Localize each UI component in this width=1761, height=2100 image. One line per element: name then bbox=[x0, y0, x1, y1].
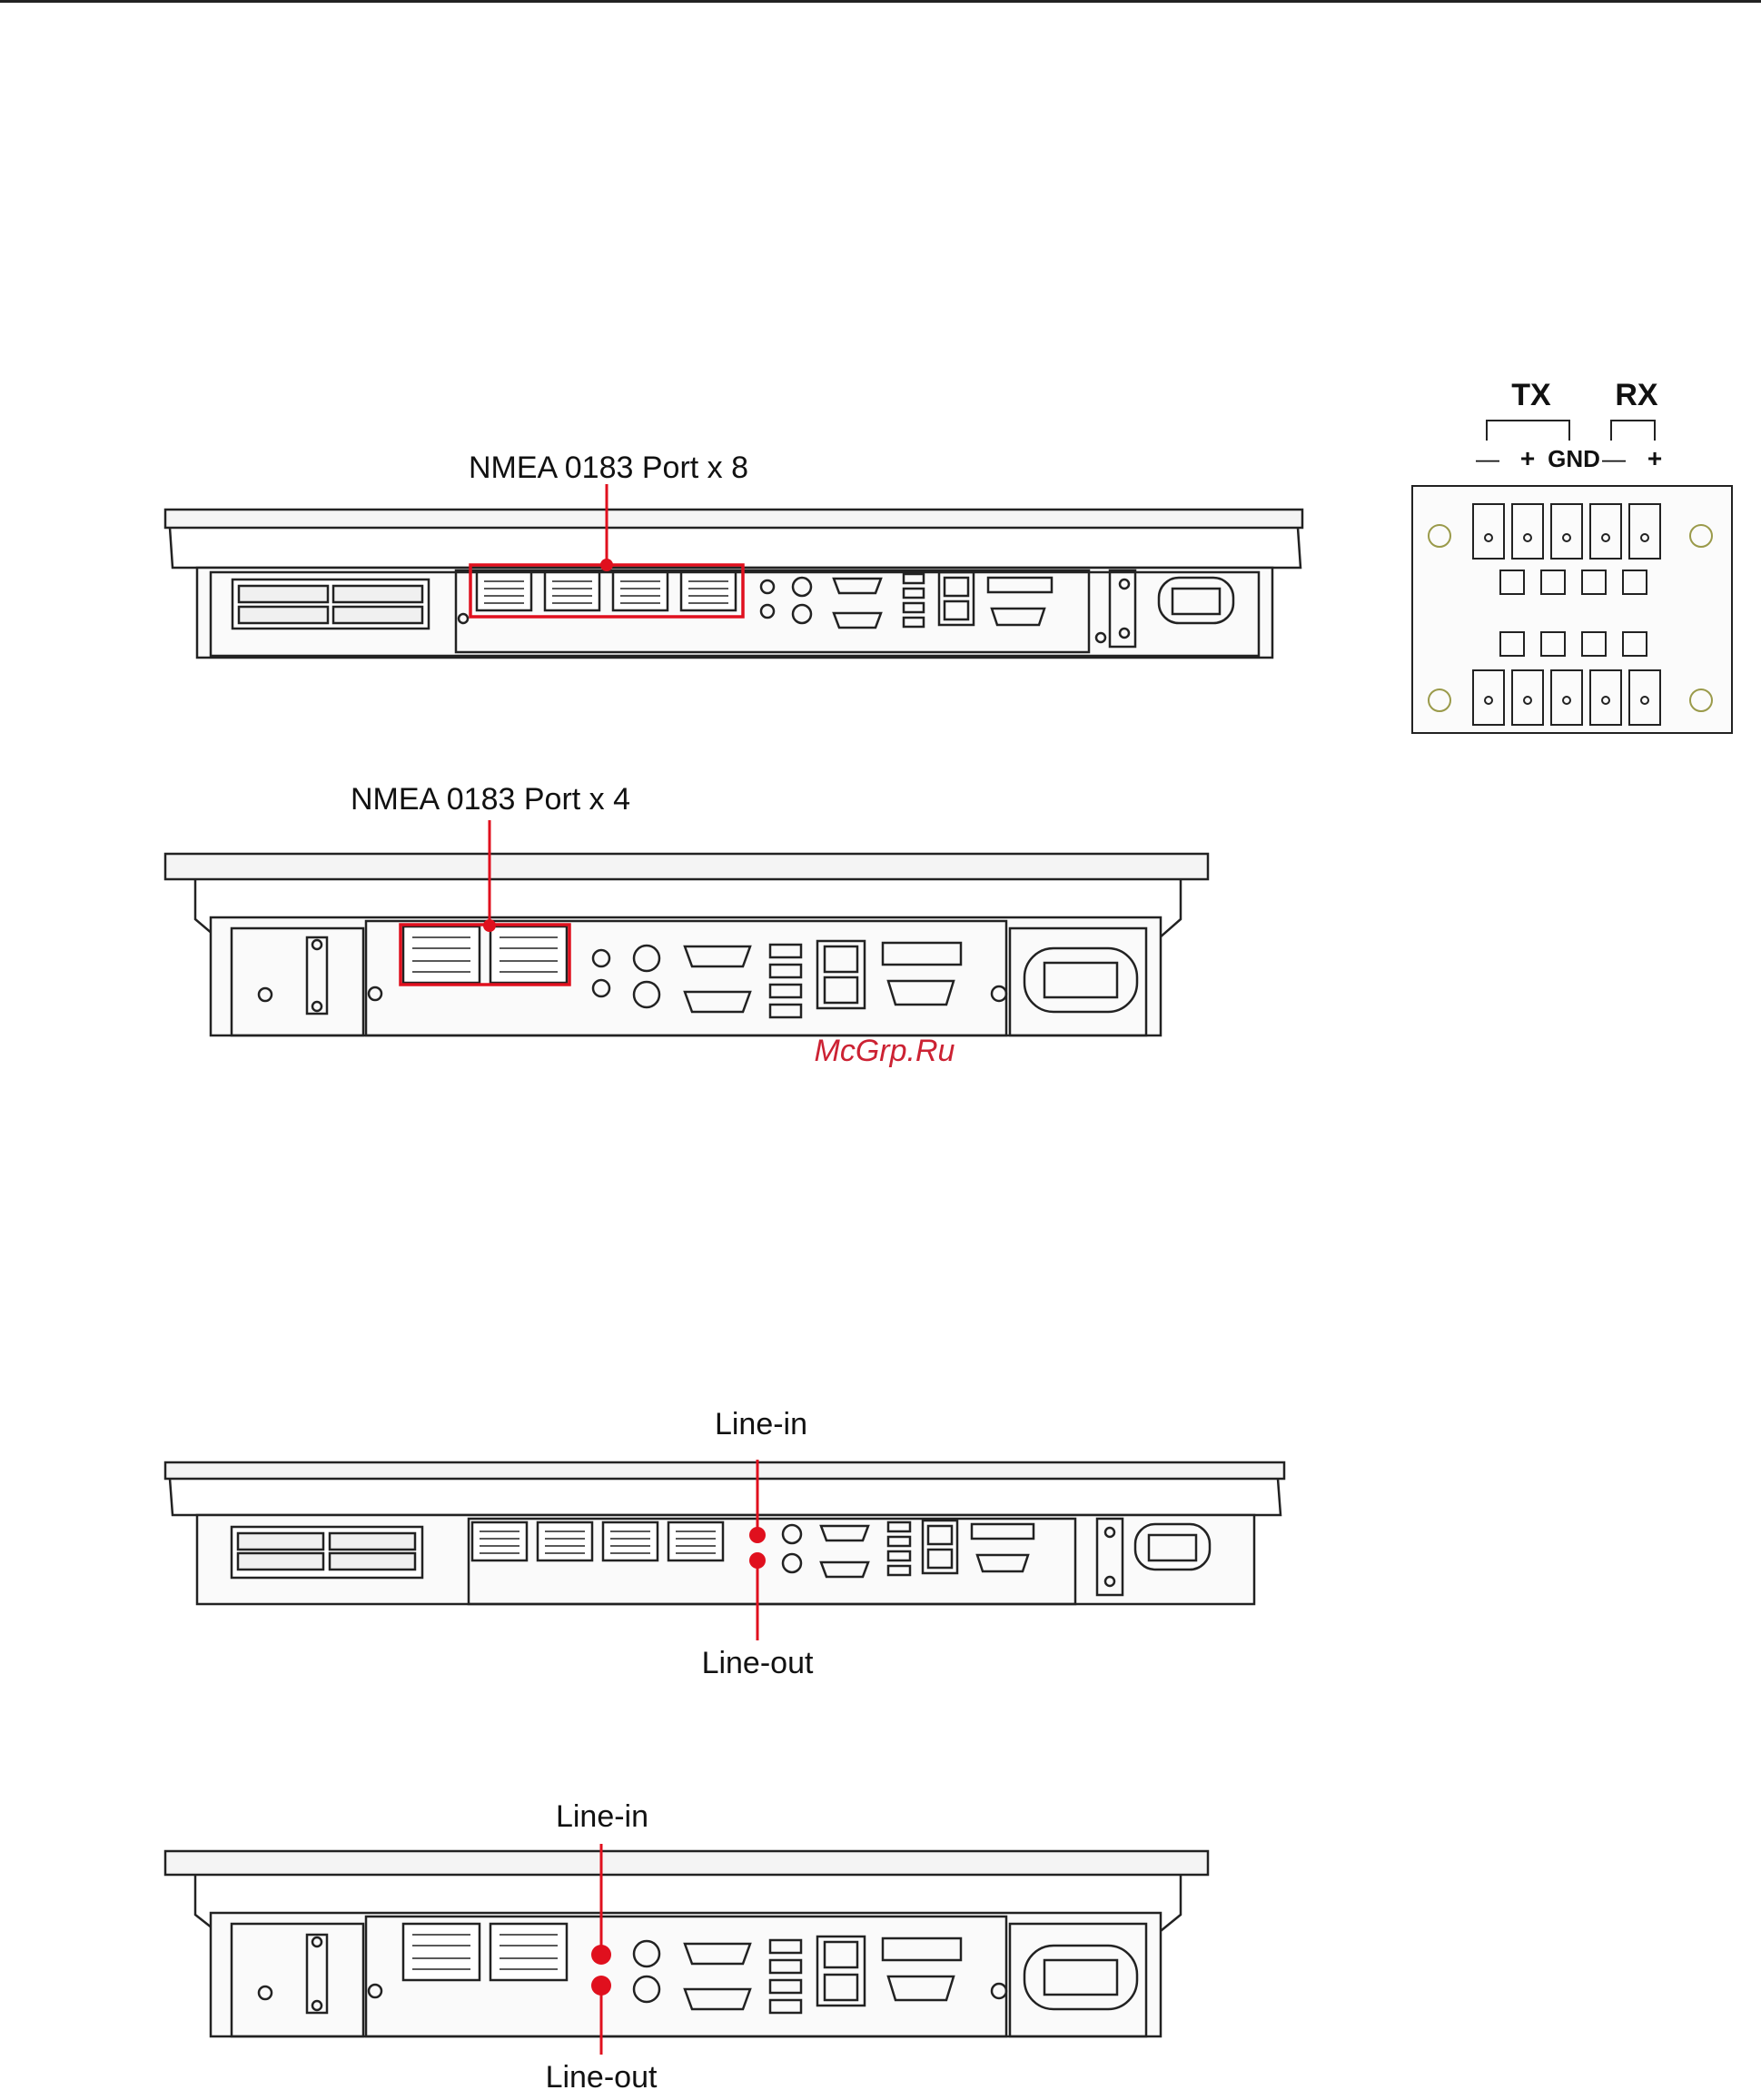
watermark: McGrp.Ru bbox=[815, 1034, 955, 1068]
pin-minus-2: — bbox=[1602, 445, 1626, 472]
panel-large-nmea8 bbox=[165, 510, 1302, 658]
line-in-label-1: Line-in bbox=[715, 1407, 807, 1441]
pin-plus-2: + bbox=[1647, 444, 1662, 472]
panel-large-audio bbox=[165, 1462, 1284, 1604]
line-in-label-2: Line-in bbox=[556, 1799, 648, 1834]
pin-minus-1: — bbox=[1476, 445, 1499, 472]
tx-label: TX bbox=[1511, 378, 1551, 412]
pin-plus-1: + bbox=[1520, 444, 1535, 472]
rx-label: RX bbox=[1615, 378, 1658, 412]
panel-small-audio bbox=[165, 1851, 1208, 2036]
pin-gnd: GND bbox=[1548, 445, 1600, 472]
line-out-label-2: Line-out bbox=[546, 2060, 658, 2095]
line-out-jack-2 bbox=[591, 1976, 611, 1996]
panel-small-nmea4 bbox=[165, 854, 1208, 1035]
line-in-jack-2 bbox=[591, 1945, 611, 1965]
nmea4-label: NMEA 0183 Port x 4 bbox=[351, 782, 630, 817]
terminal-block: TX RX — + GND — + bbox=[1412, 378, 1732, 733]
line-out-label-1: Line-out bbox=[702, 1646, 814, 1680]
nmea8-label: NMEA 0183 Port x 8 bbox=[469, 451, 748, 485]
line-in-jack-1 bbox=[749, 1527, 766, 1543]
